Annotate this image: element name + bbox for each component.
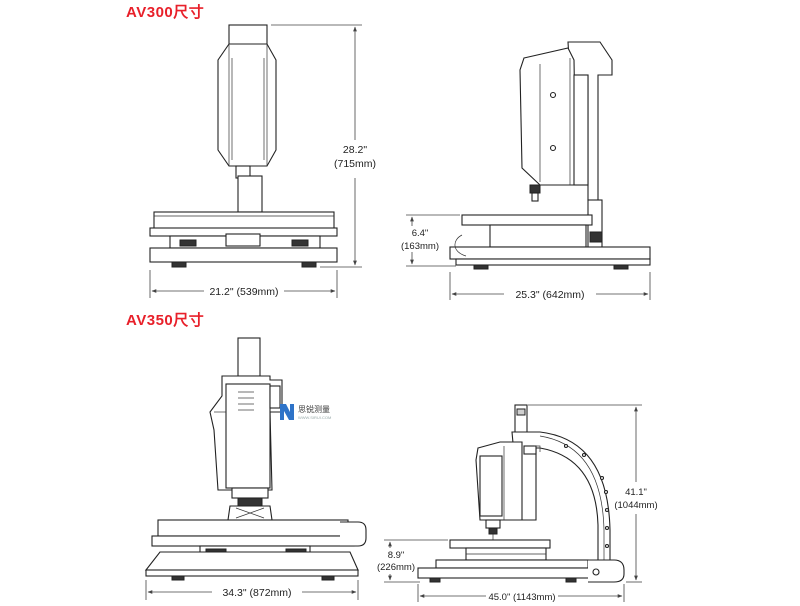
av350-front-width: 34.3" (872mm) [222, 587, 291, 599]
av350-front-view [144, 337, 367, 581]
av300-front-view [149, 24, 338, 268]
av300-side-dimensions: 25.3" (642mm) 6.4" (163mm) [401, 214, 651, 301]
watermark: 思锐测量 WWW.SIRUI.COM [280, 404, 331, 420]
av300-front-dimensions: 21.2" (539mm) 28.2" (715mm) [149, 24, 376, 298]
av350-front-dimensions: 34.3" (872mm) [145, 580, 359, 600]
av350-side-total-height: 41.1" [625, 487, 647, 498]
av300-side-height-mm: (163mm) [401, 241, 439, 252]
av300-side-height: 6.4" [412, 228, 429, 239]
av300-front-height-mm: (715mm) [334, 158, 376, 170]
watermark-logo-icon [280, 404, 294, 420]
av350-side-height: 8.9" [388, 550, 405, 561]
av350-side-depth: 45.0" (1143mm) [488, 592, 555, 603]
av350-side-dimensions: 45.0" (1143mm) 8.9" (226mm) 41.1" (1044m… [377, 404, 658, 603]
av300-side-depth: 25.3" (642mm) [515, 289, 584, 301]
av350-side-view [417, 404, 625, 583]
watermark-text: 思锐测量 [298, 404, 330, 414]
av300-side-view [449, 41, 651, 270]
av350-side-height-mm: (226mm) [377, 562, 415, 573]
av300-front-height: 28.2" [343, 144, 367, 156]
av350-title: AV350尺寸 [126, 311, 204, 329]
av300-front-width: 21.2" (539mm) [209, 286, 278, 298]
av300-title: AV300尺寸 [126, 3, 204, 21]
watermark-sub: WWW.SIRUI.COM [298, 415, 331, 420]
av350-side-total-height-mm: (1044mm) [614, 500, 657, 511]
